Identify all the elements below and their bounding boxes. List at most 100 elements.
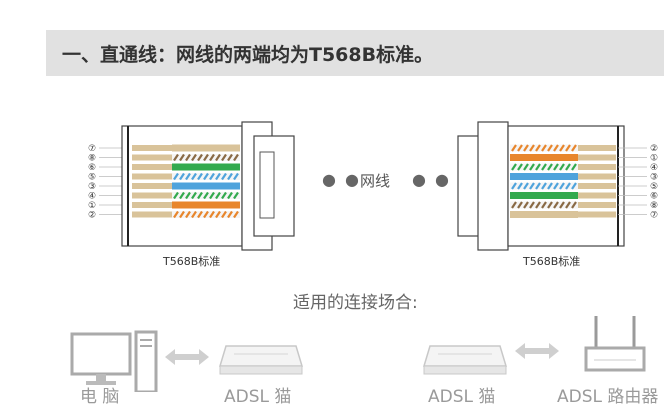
left-pin-number: ① — [88, 201, 96, 211]
right-wire-stripe — [571, 144, 577, 152]
right-wire-tip — [578, 202, 616, 208]
left-wire — [172, 182, 240, 190]
right-plug-housing — [477, 121, 509, 251]
right-wire-group — [510, 144, 616, 218]
right-wire-stripe — [571, 163, 577, 171]
left-wire-stripe — [221, 191, 227, 200]
right-pin-number: ⑤ — [650, 182, 658, 192]
left-wire-tip — [132, 211, 172, 218]
left-wire-stripe — [203, 172, 209, 181]
left-wire-tip — [132, 183, 172, 189]
left-wire-stripe — [221, 172, 227, 181]
right-wire-stripe — [559, 163, 565, 171]
right-wire — [510, 173, 578, 180]
left-wire-stripe — [197, 172, 203, 181]
left-wire-stripe — [179, 172, 185, 181]
right-wire-stripe — [541, 163, 547, 171]
left-wire-tip — [132, 192, 172, 199]
right-wire-tip — [578, 164, 616, 170]
right-pin-number: ② — [650, 144, 658, 154]
cable-dots-right: ● ● — [412, 170, 452, 189]
right-wire-stripe — [529, 182, 535, 190]
right-wire-stripe — [523, 201, 529, 209]
modem-left-label: ADSL 猫 — [224, 387, 292, 407]
right-pin-number: ⑧ — [650, 201, 658, 211]
left-wire-stripe — [185, 191, 191, 200]
right-wire-stripe — [565, 163, 571, 171]
right-wire-stripe — [529, 163, 535, 171]
left-wire-stripe — [203, 210, 209, 219]
right-wire-stripe — [541, 182, 547, 190]
left-wire-stripe — [209, 153, 215, 162]
right-wire — [510, 211, 578, 218]
right-wire-tip — [578, 192, 616, 199]
page-title: 一、直通线：网线的两端均为T568B标准。 — [62, 44, 434, 66]
right-pin-number: ① — [650, 154, 658, 164]
left-wire — [172, 201, 240, 209]
left-wire-stripe — [233, 191, 239, 200]
left-wire-stripe — [227, 210, 233, 219]
left-wire-stripe — [233, 210, 239, 219]
right-wire-stripe — [535, 201, 541, 209]
right-wire-stripe — [517, 163, 523, 171]
right-wire-stripe — [517, 182, 523, 190]
router-icon — [584, 316, 646, 372]
left-wire-stripe — [191, 210, 197, 219]
left-wire-stripe — [185, 210, 191, 219]
left-wire-stripe — [179, 153, 185, 162]
left-wire-group — [132, 144, 240, 219]
right-wire-stripe — [553, 182, 559, 190]
right-wire-stripe — [511, 201, 517, 209]
right-wire-tip — [578, 154, 616, 161]
left-wire-stripe — [203, 153, 209, 162]
left-wire-stripe — [215, 172, 221, 181]
left-wire-stripe — [215, 191, 221, 200]
right-standard-label: T568B标准 — [523, 255, 581, 268]
right-wire-stripe — [547, 182, 553, 190]
left-wire-stripe — [209, 172, 215, 181]
left-pin-number: ⑧ — [88, 154, 96, 164]
router-label: ADSL 路由器 — [557, 387, 659, 407]
right-pin-number: ④ — [650, 163, 658, 173]
right-wire-stripe — [523, 144, 529, 152]
right-wire-stripe — [529, 144, 535, 152]
right-wire-stripe — [517, 144, 523, 152]
left-wire-stripe — [233, 172, 239, 181]
right-wire-tip — [578, 211, 616, 218]
left-wire-stripe — [197, 191, 203, 200]
left-wire-stripe — [233, 153, 239, 162]
right-wire-stripe — [523, 182, 529, 190]
right-wire-stripe — [547, 201, 553, 209]
left-wire-tip — [132, 145, 172, 151]
left-wire-stripe — [203, 191, 209, 200]
right-wire-stripe — [535, 182, 541, 190]
left-wire-stripe — [179, 210, 185, 219]
right-wire-stripe — [553, 201, 559, 209]
left-wire-stripe — [227, 153, 233, 162]
right-wire-stripe — [559, 182, 565, 190]
right-wire-stripe — [511, 163, 517, 171]
right-wire-stripe — [571, 182, 577, 190]
left-wire-stripe — [191, 172, 197, 181]
right-wire-stripe — [541, 201, 547, 209]
cable-label: 网线 — [360, 172, 391, 190]
left-wire-stripe — [173, 191, 179, 200]
right-wire-stripe — [559, 201, 565, 209]
left-pin-number: ③ — [88, 182, 96, 192]
right-wire-stripe — [511, 182, 517, 190]
right-wire-stripe — [511, 144, 517, 152]
usage-title: 适用的连接场合: — [293, 293, 418, 313]
left-wire-stripe — [227, 191, 233, 200]
right-wire-tip — [578, 173, 616, 180]
right-pin-number: ⑦ — [650, 211, 658, 221]
left-wire-tip — [132, 173, 172, 180]
left-wire-stripe — [173, 153, 179, 162]
right-wire-stripe — [553, 163, 559, 171]
right-wire-tip — [578, 145, 616, 151]
right-pin-number: ③ — [650, 173, 658, 183]
left-wire-stripe — [173, 172, 179, 181]
right-wire-stripe — [553, 144, 559, 152]
